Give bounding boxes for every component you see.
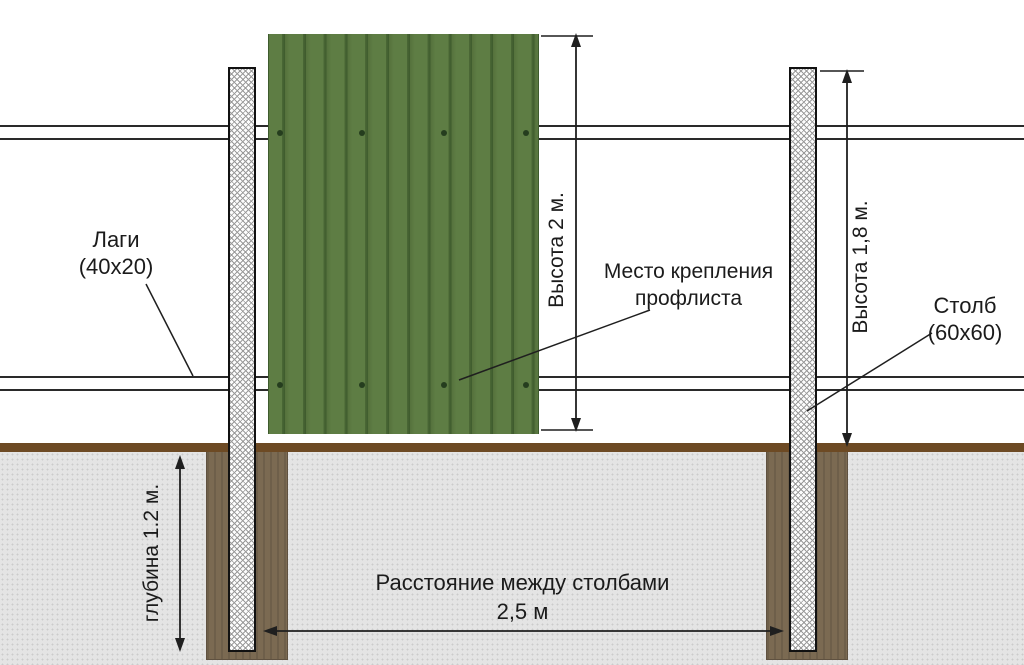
attachment-label: Место крепления профлиста [586,258,791,312]
screw-dot [359,382,365,388]
screw-dot [523,130,529,136]
screw-dot [441,130,447,136]
screw-dot [359,130,365,136]
rails-label-line1: Лаги [92,227,140,252]
screw-dot [277,382,283,388]
attachment-label-line2: профлиста [634,287,743,310]
soil-area [0,452,1024,665]
post-label: Столб (60х60) [903,292,1024,346]
right-post [789,67,817,652]
post-spacing-label: Расстояние между столбами 2,5 м [320,568,725,626]
profiled-sheet-panel [268,34,539,434]
rails-label-line2: (40х20) [78,254,154,279]
rails-leader-line [145,283,194,377]
screw-dot [523,382,529,388]
post-spacing-label-line2: 2,5 м [496,599,549,624]
ground-line [0,443,1024,452]
post-height-label: Высота 1,8 м. [849,200,872,334]
attachment-label-line1: Место крепления [603,260,774,283]
depth-label: глубина 1.2 м. [140,483,163,623]
rails-label: Лаги (40х20) [50,226,182,280]
screw-dot [441,382,447,388]
post-spacing-label-line1: Расстояние между столбами [375,570,670,595]
post-label-line2: (60х60) [927,320,1003,345]
panel-height-label: Высота 2 м. [545,192,568,308]
post-label-line1: Столб [933,293,997,318]
left-post [228,67,256,652]
screw-dot [277,130,283,136]
